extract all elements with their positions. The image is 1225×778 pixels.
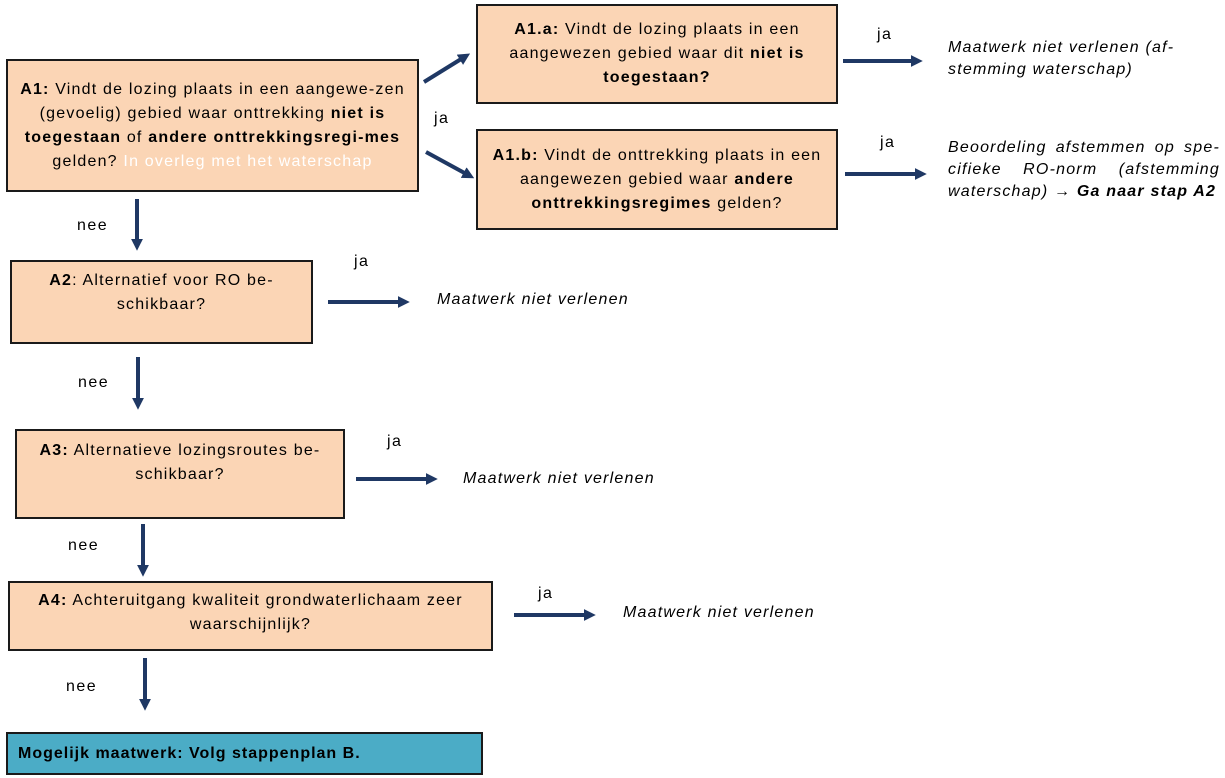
label-nee-a1: nee <box>77 217 109 234</box>
label-nee-a2: nee <box>78 374 110 391</box>
step-a1b-box: A1.b: Vindt de onttrekking plaats in een… <box>476 129 838 230</box>
label-nee-a4: nee <box>66 678 98 695</box>
final-result-text: Mogelijk maatwerk: Volg stappenplan B. <box>18 744 361 762</box>
outcome-a2: Maatwerk niet verlenen <box>437 291 629 308</box>
step-a1a-box: A1.a: Vindt de lozing plaats in een aang… <box>476 4 838 104</box>
label-ja-a1a: ja <box>877 26 893 43</box>
outcome-a4: Maatwerk niet verlenen <box>623 604 815 621</box>
step-a2-box: A2: Alternatief voor RO be-schikbaar? <box>10 260 313 344</box>
step-a1a-question: A1.a: Vindt de lozing plaats in een aang… <box>509 21 805 86</box>
label-ja-a1b: ja <box>880 134 896 151</box>
outcome-a3: Maatwerk niet verlenen <box>463 470 655 487</box>
final-result-box: Mogelijk maatwerk: Volg stappenplan B. <box>6 732 483 775</box>
step-a1-box: A1: Vindt de lozing plaats in een aangew… <box>6 59 419 192</box>
label-ja-a2: ja <box>354 253 370 270</box>
label-ja-a1: ja <box>434 110 450 127</box>
step-a2-question: A2: Alternatief voor RO be-schikbaar? <box>49 272 274 313</box>
outcome-a1b: Beoordeling afstemmen op spe-cifieke RO-… <box>948 139 1220 200</box>
step-a1-note: In overleg met het waterschap <box>123 152 373 170</box>
step-a1-question: A1: Vindt de lozing plaats in een aangew… <box>20 80 405 170</box>
step-a3-box: A3: Alternatieve lozingsroutes be-schikb… <box>15 429 345 519</box>
step-a1b-question: A1.b: Vindt de onttrekking plaats in een… <box>492 146 822 212</box>
outcome-a1a: Maatwerk niet verlenen (af-stemming wate… <box>948 39 1175 78</box>
step-a4-question: A4: Achteruitgang kwaliteit grondwaterli… <box>38 592 463 633</box>
label-ja-a4: ja <box>538 585 554 602</box>
label-nee-a3: nee <box>68 537 100 554</box>
arrow-a1-to-a1a <box>422 53 471 84</box>
step-a3-question: A3: Alternatieve lozingsroutes be-schikb… <box>39 442 321 483</box>
label-ja-a3: ja <box>387 433 403 450</box>
arrow-a1-to-a1b <box>425 150 475 179</box>
step-a4-box: A4: Achteruitgang kwaliteit grondwaterli… <box>8 581 493 651</box>
